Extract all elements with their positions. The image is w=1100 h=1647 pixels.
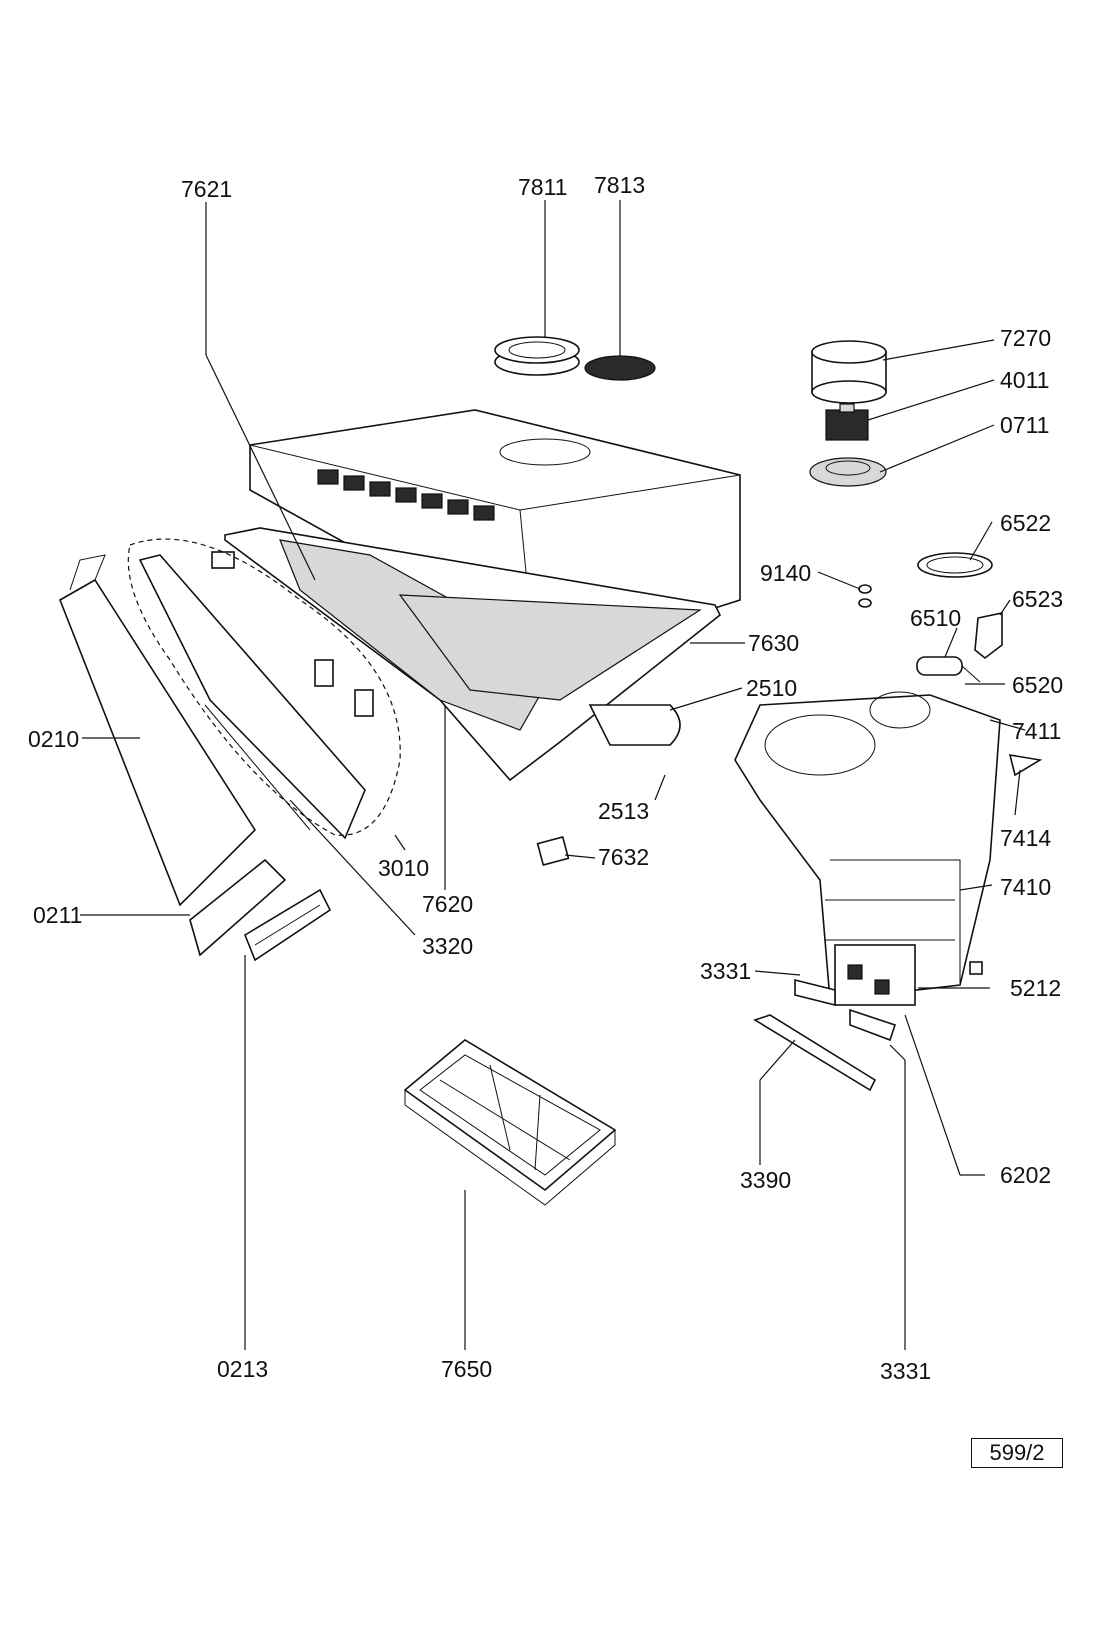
- small-nuts: [858, 584, 872, 608]
- part-label-3010: 3010: [378, 855, 430, 881]
- part-label-0210: 0210: [28, 726, 80, 752]
- charcoal-filter: [403, 1039, 617, 1206]
- part-label-7630: 7630: [748, 630, 800, 656]
- part-label-7813: 7813: [594, 172, 646, 198]
- switch-cover: [244, 888, 332, 962]
- part-label-3320: 3320: [422, 933, 474, 959]
- lamp-bulb: [916, 656, 981, 683]
- part-label-0711: 0711: [1000, 412, 1050, 438]
- part-label-6202: 6202: [1000, 1162, 1052, 1188]
- part-label-7620: 7620: [422, 891, 474, 917]
- switch-slider-bottom: [849, 1008, 897, 1042]
- vent-screen: [584, 355, 656, 381]
- part-label-0213: 0213: [217, 1356, 269, 1382]
- part-label-7411: 7411: [1012, 718, 1062, 744]
- part-label-7650: 7650: [441, 1356, 493, 1382]
- part-label-9140: 9140: [760, 560, 812, 586]
- part-label-6523: 6523: [1012, 586, 1064, 612]
- part-label-3331-bottom: 3331: [880, 1358, 932, 1384]
- part-label-6520: 6520: [1012, 672, 1064, 698]
- light-lens: [917, 552, 993, 578]
- glass-clip: [189, 858, 287, 957]
- part-label-7414: 7414: [1000, 825, 1052, 851]
- part-label-2510: 2510: [746, 675, 798, 701]
- part-label-3390: 3390: [740, 1167, 792, 1193]
- panel-outline: [127, 538, 401, 836]
- filter-tray: [211, 527, 722, 866]
- control-panel-front: [138, 554, 366, 840]
- part-label-6510: 6510: [910, 605, 962, 631]
- impeller: [809, 457, 887, 487]
- panel-clips: [314, 659, 374, 717]
- part-label-2513: 2513: [598, 798, 650, 824]
- glass-panel: [59, 554, 257, 907]
- fan-housing: [734, 691, 1043, 1001]
- switch-bar: [753, 1014, 877, 1092]
- part-label-3331-top: 3331: [700, 958, 752, 984]
- part-label-7270: 7270: [1000, 325, 1052, 351]
- capacitor: [825, 403, 869, 441]
- vent-ring: [494, 336, 580, 376]
- hood-vents: [317, 469, 495, 521]
- part-label-0211: 0211: [33, 902, 83, 928]
- part-label-7621: 7621: [181, 176, 233, 202]
- fan-motor: [811, 340, 887, 404]
- page-reference-box: 599/2: [971, 1438, 1063, 1468]
- part-label-6522: 6522: [1000, 510, 1052, 536]
- part-label-5212: 5212: [1010, 975, 1062, 1001]
- part-label-7410: 7410: [1000, 874, 1052, 900]
- part-label-7632: 7632: [598, 844, 650, 870]
- lamp-holder: [974, 612, 1003, 660]
- part-label-4011: 4011: [1000, 367, 1050, 393]
- terminal-block: [834, 944, 916, 1006]
- leader-lines: [80, 200, 1026, 1350]
- part-label-7811: 7811: [518, 174, 568, 200]
- switch-slider-top: [794, 978, 836, 1007]
